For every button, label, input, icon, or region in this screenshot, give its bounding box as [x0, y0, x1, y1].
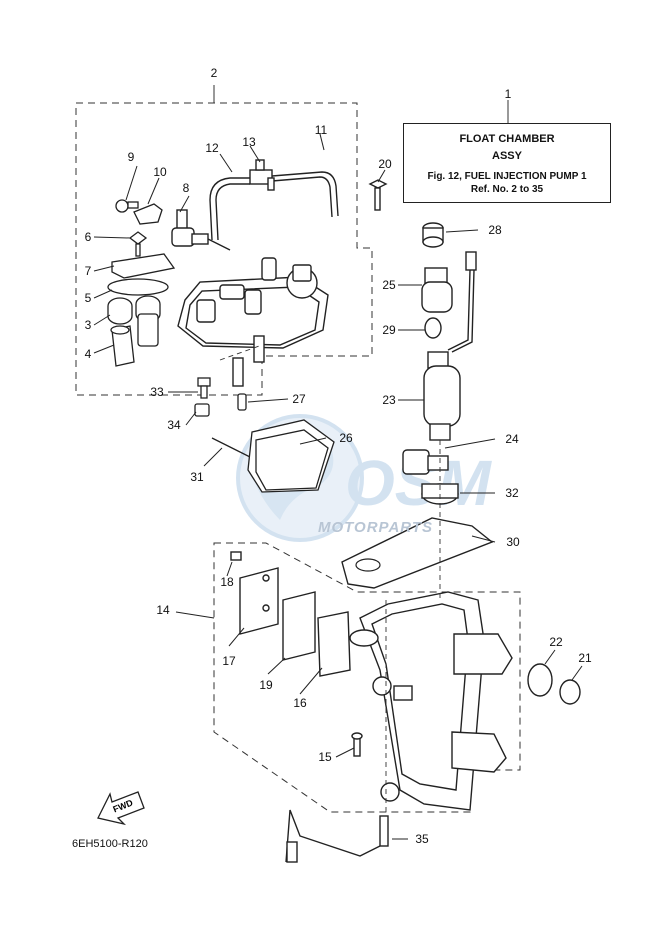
- title-box: FLOAT CHAMBER ASSY Fig. 12, FUEL INJECTI…: [403, 123, 611, 203]
- callout-24[interactable]: 24: [505, 432, 519, 446]
- float-chamber-body: [349, 591, 513, 811]
- callout-35[interactable]: 35: [415, 832, 429, 846]
- callout-6[interactable]: 6: [84, 230, 92, 244]
- fuel-hoses: [209, 159, 339, 241]
- callout-2[interactable]: 2: [210, 66, 218, 80]
- callout-7[interactable]: 7: [84, 264, 92, 278]
- left-small-parts: [107, 199, 176, 367]
- cover-plates: [230, 551, 351, 677]
- callout-4[interactable]: 4: [84, 347, 92, 361]
- callout-21[interactable]: 21: [578, 651, 592, 665]
- fwd-arrow-icon: FWD: [97, 791, 145, 826]
- callout-8[interactable]: 8: [182, 181, 190, 195]
- part-30-gasket: [341, 517, 494, 589]
- fittings: [285, 663, 581, 863]
- callout-11[interactable]: 11: [314, 123, 328, 137]
- diagram-code: 6EH5100-R120: [72, 838, 148, 850]
- callout-25[interactable]: 25: [382, 278, 396, 292]
- title-line-4: Ref. No. 2 to 35: [470, 184, 544, 195]
- callout-33[interactable]: 33: [150, 385, 164, 399]
- callout-16[interactable]: 16: [293, 696, 307, 710]
- callout-14[interactable]: 14: [156, 603, 170, 617]
- callout-34[interactable]: 34: [167, 418, 181, 432]
- callout-13[interactable]: 13: [242, 135, 256, 149]
- watermark-brand: MOTORPARTS: [318, 519, 434, 536]
- callout-12[interactable]: 12: [205, 141, 219, 155]
- callout-18[interactable]: 18: [220, 575, 234, 589]
- callout-28[interactable]: 28: [488, 223, 502, 237]
- callout-9[interactable]: 9: [127, 150, 135, 164]
- assembly-2-dashed-boundary: [75, 102, 373, 396]
- callout-15[interactable]: 15: [318, 750, 332, 764]
- title-line-2: ASSY: [492, 150, 522, 162]
- title-line-1: FLOAT CHAMBER: [459, 133, 555, 145]
- callout-27[interactable]: 27: [292, 392, 306, 406]
- callout-1[interactable]: 1: [504, 87, 512, 101]
- lower-left-parts: [194, 377, 335, 493]
- callout-20[interactable]: 20: [378, 157, 392, 171]
- callout-5[interactable]: 5: [84, 291, 92, 305]
- callout-10[interactable]: 10: [153, 165, 167, 179]
- callout-17[interactable]: 17: [222, 654, 236, 668]
- callout-26[interactable]: 26: [339, 431, 353, 445]
- callout-32[interactable]: 32: [505, 486, 519, 500]
- callout-22[interactable]: 22: [549, 635, 563, 649]
- callout-19[interactable]: 19: [259, 678, 273, 692]
- title-line-3: Fig. 12, FUEL INJECTION PUMP 1: [427, 171, 587, 182]
- callout-30[interactable]: 30: [506, 535, 520, 549]
- alignment-lines: [219, 344, 441, 812]
- leader-lines: [93, 133, 583, 840]
- callout-3[interactable]: 3: [84, 318, 92, 332]
- float-chamber-cover: [177, 257, 329, 387]
- part-8-valve: [171, 209, 231, 251]
- callout-31[interactable]: 31: [190, 470, 204, 484]
- callout-23[interactable]: 23: [382, 393, 396, 407]
- callout-29[interactable]: 29: [382, 323, 396, 337]
- fuel-pump-stack: [368, 179, 477, 505]
